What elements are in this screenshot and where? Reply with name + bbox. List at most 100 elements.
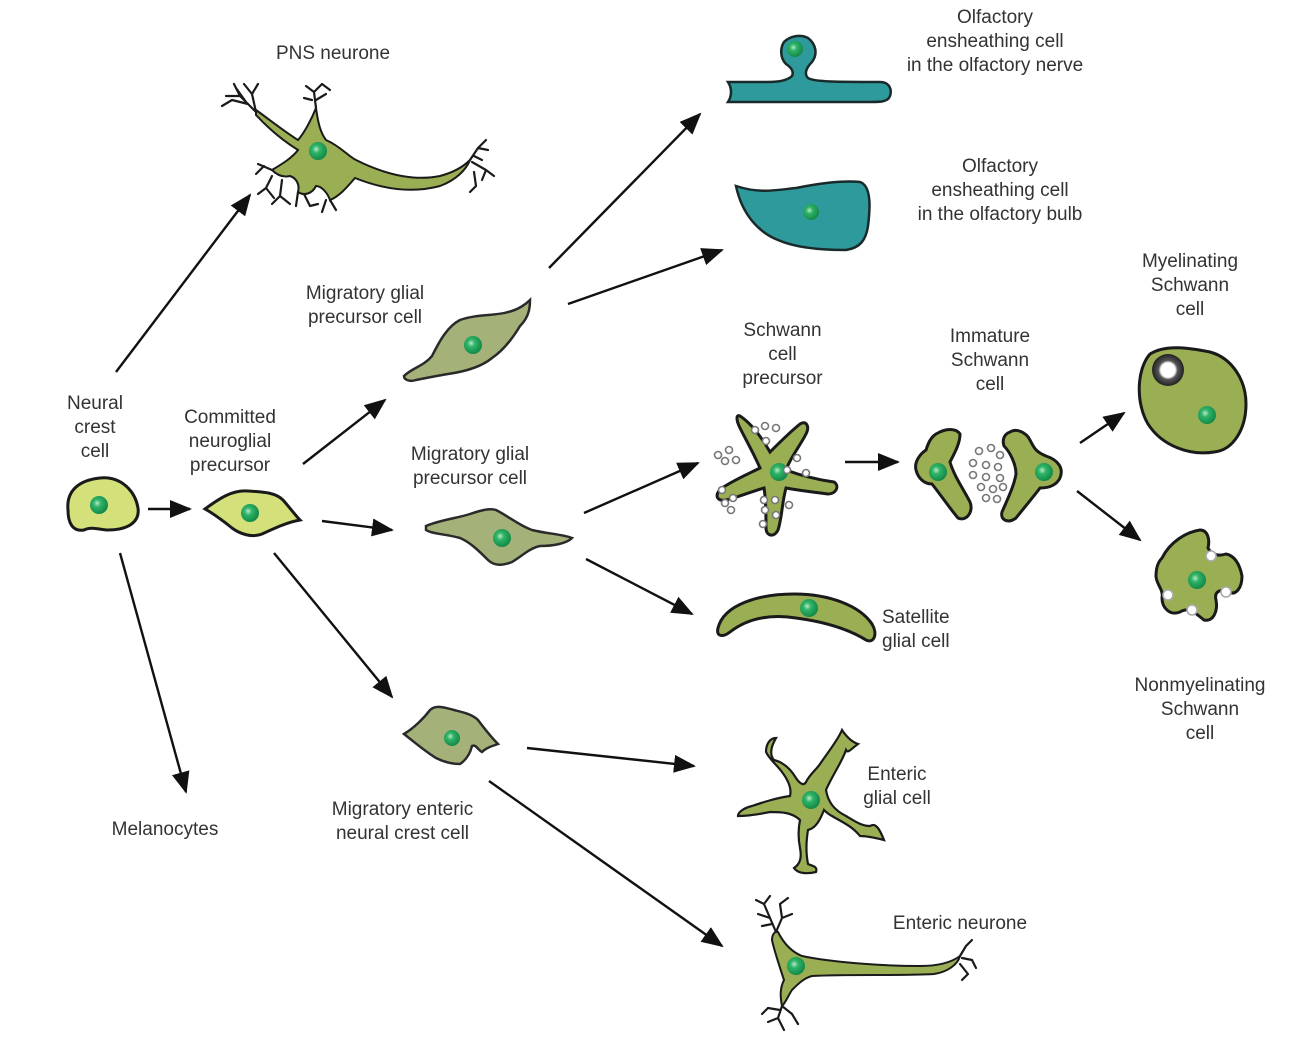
label-migratory-glial-lower: Migratory glial precursor cell xyxy=(395,443,545,491)
enteric-neurone-drawing xyxy=(754,894,978,1032)
olfactory-nerve-drawing xyxy=(725,34,892,104)
label-line: Melanocytes xyxy=(111,819,219,840)
label-line: Nonmyelinating xyxy=(1134,675,1266,696)
label-line: cell xyxy=(80,441,110,462)
nucleus xyxy=(802,791,820,809)
nucleus xyxy=(787,957,805,975)
label-migratory-glial-upper: Migratory glial precursor cell xyxy=(290,282,440,330)
label-migratory-enteric: Migratory enteric neural crest cell xyxy=(310,798,495,846)
enteric-glial-drawing xyxy=(736,727,886,875)
nucleus xyxy=(1198,406,1216,424)
arrow-immature-to-nonmyelinating xyxy=(1076,490,1142,542)
label-line: cell xyxy=(1185,723,1215,744)
nucleus xyxy=(1035,463,1053,481)
label-enteric-glial: Enteric glial cell xyxy=(852,763,942,811)
label-enteric-neurone: Enteric neurone xyxy=(875,912,1045,936)
label-line: Satellite xyxy=(882,607,950,628)
label-line: glial cell xyxy=(863,788,931,809)
label-line: Migratory enteric xyxy=(331,799,474,820)
label-line: ensheathing cell xyxy=(931,180,1069,201)
label-line: Enteric neurone xyxy=(892,913,1028,934)
label-satellite-glial: Satellite glial cell xyxy=(882,606,982,654)
label-line: PNS neurone xyxy=(275,43,391,64)
arrow-migratory-lower-to-satellite xyxy=(585,557,694,616)
myelin-sheath xyxy=(1152,354,1184,386)
satellite-glial-drawing xyxy=(716,592,877,643)
nucleus xyxy=(241,504,259,522)
label-line: in the olfactory bulb xyxy=(917,204,1083,225)
nucleus xyxy=(309,142,327,160)
arrow-migratory-upper-to-olfactory-nerve xyxy=(548,112,702,269)
label-line: glial cell xyxy=(882,631,950,652)
label-line: Migratory glial xyxy=(410,444,530,465)
neural-crest-cell-drawing xyxy=(66,476,140,532)
label-immature-schwann: Immature Schwann cell xyxy=(935,325,1045,397)
arrow-migratory-enteric-to-enteric-glial xyxy=(526,746,696,773)
label-melanocytes: Melanocytes xyxy=(90,818,240,842)
nucleus xyxy=(444,730,460,746)
label-line: ensheathing cell xyxy=(926,31,1064,52)
label-line: Immature xyxy=(949,326,1031,347)
label-line: in the olfactory nerve xyxy=(906,55,1084,76)
nucleus xyxy=(770,463,788,481)
arrow-immature-to-myelinating xyxy=(1079,411,1126,444)
migratory-enteric-drawing xyxy=(401,705,501,766)
label-neural-crest-cell: Neural crest cell xyxy=(50,392,140,464)
label-line: Olfactory xyxy=(956,7,1034,28)
nucleus xyxy=(803,204,819,220)
nucleus xyxy=(787,41,803,57)
committed-precursor-drawing xyxy=(202,489,304,538)
label-myelinating-schwann: Myelinating Schwann cell xyxy=(1125,250,1255,322)
label-olfactory-bulb: Olfactory ensheathing cell in the olfact… xyxy=(900,155,1100,227)
vesicles xyxy=(968,443,1008,504)
label-line: Committed xyxy=(184,407,276,428)
label-line: Myelinating xyxy=(1141,251,1239,272)
label-line: crest xyxy=(74,417,116,438)
label-line: Schwann xyxy=(1150,275,1230,296)
label-pns-neurone: PNS neurone xyxy=(258,42,408,66)
arrows xyxy=(115,112,1142,948)
label-olfactory-nerve: Olfactory ensheathing cell in the olfact… xyxy=(890,6,1100,78)
label-line: Enteric xyxy=(867,764,927,785)
arrow-neural-crest-to-pns-neurone xyxy=(115,193,252,373)
label-line: neural crest cell xyxy=(335,823,470,844)
label-line: Migratory glial xyxy=(305,283,425,304)
migratory-glial-lower-drawing xyxy=(424,507,575,566)
label-line: cell xyxy=(975,374,1005,395)
label-line: precursor xyxy=(742,368,823,389)
nucleus xyxy=(464,336,482,354)
nucleus xyxy=(493,529,511,547)
nucleus xyxy=(929,463,947,481)
label-line: Neural xyxy=(67,393,123,414)
label-line: cell xyxy=(768,344,797,365)
label-line: precursor cell xyxy=(412,468,528,489)
nonmyelinating-schwann-drawing xyxy=(1154,528,1244,622)
arrow-committed-to-migratory-upper xyxy=(302,398,387,465)
immature-schwann-drawing xyxy=(914,428,1063,523)
label-line: precursor xyxy=(189,455,271,476)
arrow-migratory-upper-to-olfactory-bulb xyxy=(567,248,724,306)
label-line: precursor cell xyxy=(307,307,423,328)
arrow-migratory-lower-to-schwann-precursor xyxy=(583,461,700,515)
schwann-precursor-drawing xyxy=(713,414,839,537)
nucleus xyxy=(1188,571,1206,589)
nucleus xyxy=(90,496,108,514)
pns-neurone-drawing xyxy=(220,82,496,214)
label-line: neuroglial xyxy=(188,431,272,452)
vesicles xyxy=(713,421,811,529)
label-line: Schwann xyxy=(1160,699,1240,720)
label-line: cell xyxy=(1175,299,1205,320)
label-committed-precursor: Committed neuroglial precursor xyxy=(165,406,295,478)
migratory-glial-upper-drawing xyxy=(402,296,532,383)
olfactory-bulb-drawing xyxy=(734,180,871,252)
label-line: Schwann xyxy=(950,350,1030,371)
myelinating-schwann-drawing xyxy=(1137,346,1248,455)
label-line: Olfactory xyxy=(961,156,1039,177)
arrow-committed-to-migratory-enteric xyxy=(273,552,394,699)
nucleus xyxy=(800,599,818,617)
label-line: Schwann xyxy=(743,320,822,341)
arrow-neural-crest-to-melanocytes xyxy=(118,552,190,794)
label-schwann-precursor: Schwann cell precursor xyxy=(725,319,840,391)
arrow-migratory-enteric-to-enteric-neurone xyxy=(488,780,724,948)
